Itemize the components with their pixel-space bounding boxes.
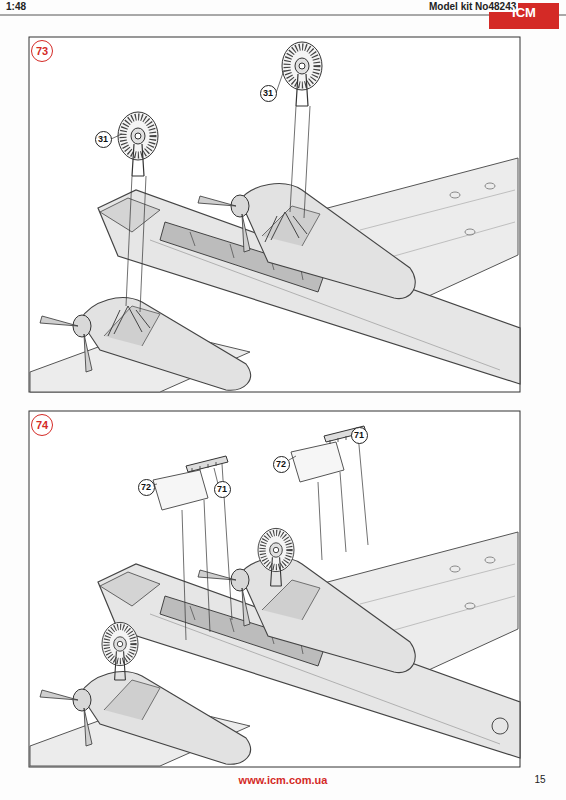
number-text: 31 xyxy=(263,89,273,98)
callout-number: 31 xyxy=(260,85,277,102)
brand-logo: ICM xyxy=(512,6,536,19)
scale-text: 1:48 xyxy=(6,2,26,12)
cowl-panel xyxy=(291,442,344,482)
callout-number: 72 xyxy=(273,456,290,473)
number-text: 74 xyxy=(36,420,48,431)
number-text: 71 xyxy=(354,431,364,440)
header-rule xyxy=(0,15,566,16)
engine-part xyxy=(118,112,158,176)
number-text: 72 xyxy=(141,483,151,492)
callout-number: 72 xyxy=(138,479,155,496)
step-number: 74 xyxy=(31,414,53,436)
step-number: 73 xyxy=(31,40,53,62)
callout-number: 71 xyxy=(351,427,368,444)
callout-number: 71 xyxy=(214,481,231,498)
aircraft-drawing xyxy=(30,158,520,392)
kit-number: Model kit No48243 xyxy=(427,2,518,12)
engine-part xyxy=(282,42,322,106)
number-text: 73 xyxy=(36,46,48,57)
gill-strip xyxy=(186,456,228,472)
number-text: 31 xyxy=(98,135,108,144)
page-number: 15 xyxy=(534,775,545,785)
leader-line xyxy=(126,106,310,312)
step-panel xyxy=(29,411,520,767)
callout-number: 31 xyxy=(95,131,112,148)
cowl-panel xyxy=(153,470,208,510)
leader-line xyxy=(111,70,284,139)
leader-line xyxy=(153,436,356,485)
leader-line xyxy=(182,434,368,640)
number-text: 72 xyxy=(276,460,286,469)
website-url: www.icm.com.ua xyxy=(239,775,328,786)
step-panel xyxy=(29,37,520,392)
number-text: 71 xyxy=(217,485,227,494)
